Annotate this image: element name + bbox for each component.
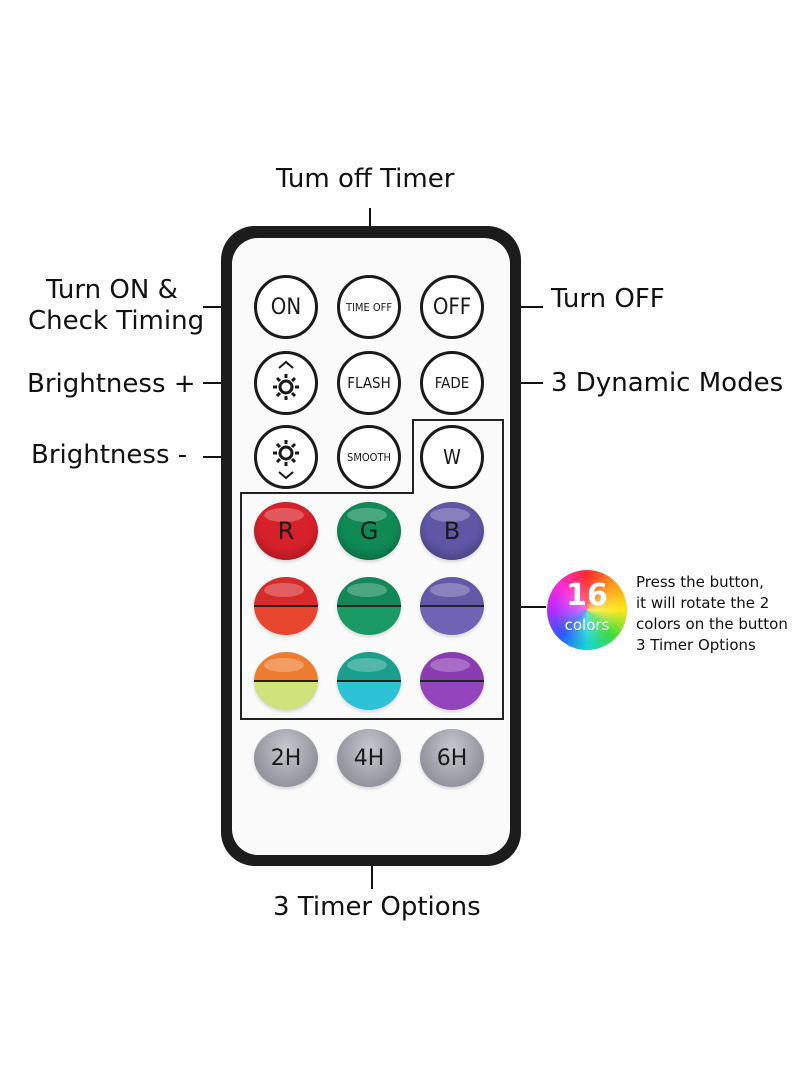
turn-off-callout: Turn OFF [551,284,665,314]
button-highlight [347,508,387,522]
time-off-button[interactable]: TIME OFF [337,275,401,339]
turn-on-callout-line1: Turn ON & [46,275,178,305]
color-button-teal-cyan[interactable] [337,652,401,710]
timer-6h-label: 6H [436,745,468,771]
on-button-label: ON [270,294,302,320]
white-button[interactable]: W [420,425,484,489]
fade-button-label: FADE [434,374,470,392]
smooth-button-label: SMOOTH [347,450,391,464]
brightness-up-button[interactable] [254,351,318,415]
off-button[interactable]: OFF [420,275,484,339]
turn-on-callout-line2: Check Timing [28,306,205,336]
blue-button-label: B [443,517,461,545]
off-button-label: OFF [432,294,472,320]
button-highlight [264,508,304,522]
brightness-down-icon [273,440,299,480]
timer-options-callout: 3 Timer Options [273,892,481,922]
badge-inner [555,578,619,642]
brightness-down-callout: Brightness - [31,440,188,470]
flash-button[interactable]: FLASH [337,351,401,415]
fade-button[interactable]: FADE [420,351,484,415]
timer-4h-button[interactable]: 4H [337,729,401,787]
color-button-violet[interactable] [420,652,484,710]
badge-word: colors [564,616,610,634]
brightness-down-button[interactable] [254,425,318,489]
green-button-label: G [359,517,379,545]
dynamic-modes-callout: 3 Dynamic Modes [551,368,784,398]
color-button-green-teal[interactable] [337,577,401,635]
white-button-label: W [443,445,461,469]
red-button[interactable]: R [254,502,318,560]
timer-6h-button[interactable]: 6H [420,729,484,787]
brightness-up-callout: Brightness + [27,369,196,399]
rotate-note-line4: 3 Timer Options [636,636,756,654]
badge-number: 16 [566,578,608,613]
smooth-button[interactable]: SMOOTH [337,425,401,489]
on-button[interactable]: ON [254,275,318,339]
red-button-label: R [277,517,295,545]
button-highlight [430,508,470,522]
time-off-button-label: TIME OFF [345,300,393,314]
brightness-up-icon [273,360,299,400]
timer-2h-label: 2H [270,745,302,771]
timer-2h-button[interactable]: 2H [254,729,318,787]
rotate-note-line2: it will rotate the 2 [636,594,770,612]
color-button-orange-lime[interactable] [254,652,318,710]
green-button[interactable]: G [337,502,401,560]
rotate-note-line3: colors on the button [636,615,788,633]
rotate-note-line1: Press the button, [636,573,764,591]
rotate-note: Press the button, it will rotate the 2 c… [636,572,788,656]
sixteen-colors-badge: 16 colors [547,570,627,650]
timer-off-callout: Tum off Timer [276,164,455,194]
color-button-red-orange[interactable] [254,577,318,635]
flash-button-label: FLASH [347,374,391,392]
blue-button[interactable]: B [420,502,484,560]
color-button-purple[interactable] [420,577,484,635]
timer-4h-label: 4H [353,745,385,771]
